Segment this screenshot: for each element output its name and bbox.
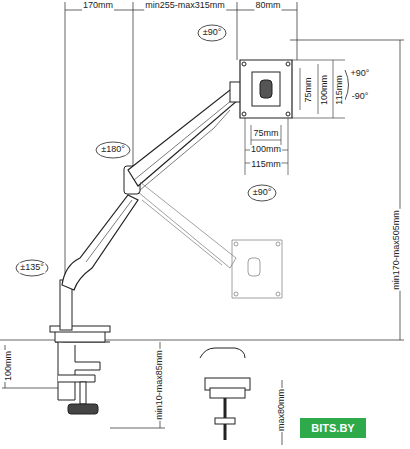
rotation-angle: ±90°: [252, 188, 273, 198]
rotation-angle: ±135°: [19, 263, 45, 273]
dimension: 80mm: [254, 1, 281, 11]
dimension: 100mm: [250, 145, 282, 155]
dimension: 75mm: [304, 76, 314, 103]
tilt-angle: -90°: [351, 92, 370, 102]
dimension: max80mm: [277, 388, 287, 432]
tilt-angle: +90°: [350, 69, 371, 79]
dimension: 115mm: [335, 74, 345, 105]
watermark: BITS.BY: [310, 422, 355, 434]
dimension: 100mm: [320, 74, 330, 106]
dimension: 115mm: [250, 160, 281, 170]
dimension: min10-max85mm: [155, 349, 165, 421]
dimension: min255-max315mm: [144, 1, 226, 11]
dimension: min170-max505mm: [392, 209, 402, 291]
dimension: 75mm: [252, 129, 279, 139]
rotation-angle: ±90°: [202, 28, 223, 38]
dimension: 170mm: [82, 1, 114, 11]
dimension: 100mm: [4, 350, 14, 382]
rotation-angle: ±180°: [100, 145, 126, 155]
